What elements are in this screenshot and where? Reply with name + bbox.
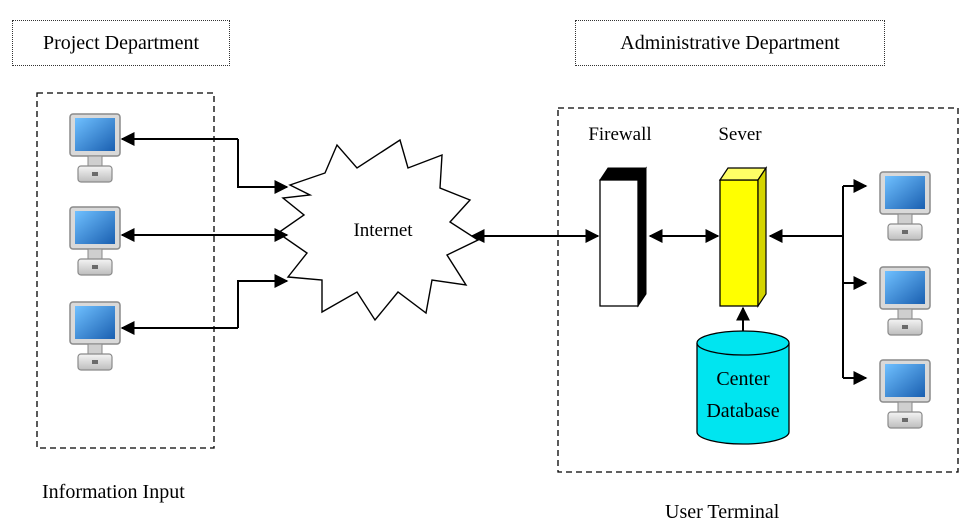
computer-icon	[69, 206, 121, 276]
firewall-label: Firewall	[588, 124, 651, 145]
computer-icon	[879, 171, 931, 241]
database-label-line2: Database	[706, 400, 779, 422]
internet-label: Internet	[353, 220, 413, 241]
project-department-title: Project Department	[12, 20, 230, 66]
server-label: Sever	[718, 124, 762, 145]
computer-icon	[879, 266, 931, 336]
user-terminal-caption: User Terminal	[665, 501, 780, 523]
firewall-icon	[599, 166, 647, 308]
connection-line	[237, 139, 289, 194]
administrative-department-title: Administrative Department	[575, 20, 885, 66]
project-department-container	[36, 92, 215, 449]
connection-line	[237, 274, 289, 328]
computer-icon	[879, 359, 931, 429]
server-icon	[718, 166, 768, 308]
information-input-caption: Information Input	[42, 481, 185, 503]
computer-icon	[69, 113, 121, 183]
database-label-line1: Center	[716, 368, 770, 390]
database-icon	[696, 330, 790, 445]
administrative-department-container	[557, 107, 959, 473]
computer-icon	[69, 301, 121, 371]
